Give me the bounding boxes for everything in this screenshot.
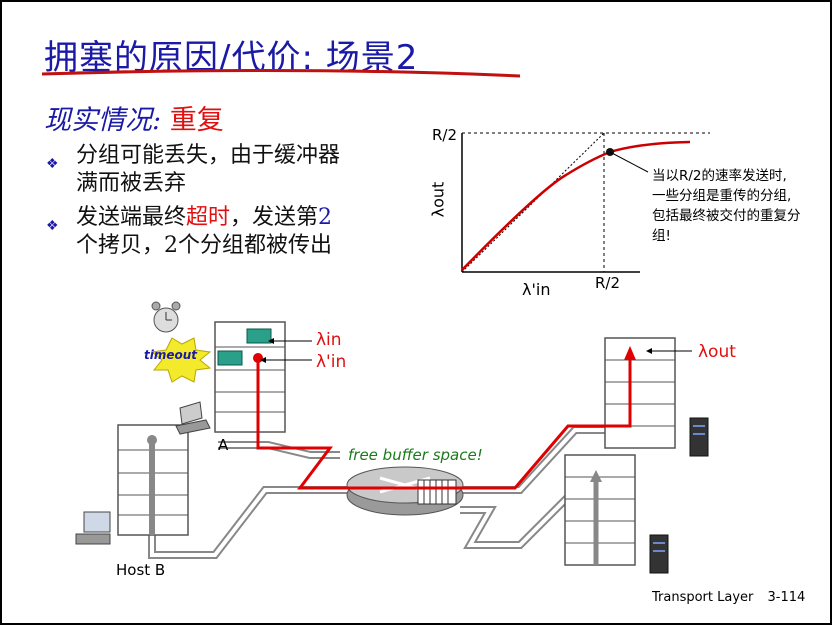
- subtitle: 现实情况: 重复: [44, 98, 224, 137]
- lambda-in-prime-label: λ'in: [316, 352, 347, 372]
- desktop-b-keyboard: [75, 533, 111, 545]
- graph-y-tick: R/2: [432, 126, 458, 144]
- server-bottom-buffer: [564, 454, 636, 566]
- bullet-1-line2: 满而被丢弃: [76, 171, 187, 196]
- graph-x-label: λ'in: [522, 280, 551, 299]
- bullet-2-line1: 发送端最终超时，发送第2: [76, 204, 420, 232]
- host-b-label: Host B: [116, 561, 166, 579]
- server-bottom-icon: [649, 534, 669, 574]
- subtitle-prefix: 现实情况:: [44, 105, 162, 136]
- server-bottom-arrow: [590, 470, 602, 482]
- packet-origin-dot: [253, 353, 263, 363]
- footer-course: Transport Layer: [652, 590, 754, 605]
- host-a-label: A: [218, 436, 229, 454]
- laptop-a-base: [175, 419, 211, 435]
- graph-ideal-line: [461, 132, 605, 273]
- desktop-b-icon: [83, 511, 111, 533]
- graph-x-tick: R/2: [595, 274, 621, 292]
- buffer-space-label: free buffer space!: [348, 446, 483, 464]
- bullet-2-pre: 发送端最终: [76, 205, 187, 230]
- graph-callout-line: [609, 151, 649, 173]
- timeout-burst: [150, 337, 212, 383]
- packet-original: [246, 328, 272, 344]
- bullet-2-mid: ，发送第: [230, 205, 319, 230]
- server-top-icon: [689, 417, 709, 457]
- bullet-1-line1: 分组可能丢失，由于缓冲器: [76, 143, 341, 168]
- subtitle-highlight: 重复: [169, 105, 224, 136]
- cable-server-bottom-inner: [460, 468, 597, 547]
- laptop-a-icon: [179, 401, 203, 425]
- lambda-in-prime-arrow-head: [260, 357, 266, 363]
- bullet-2: ❖ 发送端最终超时，发送第2 个拷贝，2个分组都被传出: [46, 204, 420, 260]
- lambda-out-arrow-head: [646, 348, 652, 354]
- bullet-diamond-icon: ❖: [46, 156, 59, 172]
- footer-page: 3-114: [767, 590, 806, 605]
- timeout-label: timeout: [144, 348, 198, 362]
- bullet-diamond-icon: ❖: [46, 218, 59, 234]
- packet-arrow-icon: [624, 346, 636, 360]
- lambda-in-arrow-head: [268, 338, 274, 344]
- host-b-dot: [147, 435, 157, 445]
- alarm-clock-bell: [151, 301, 161, 311]
- graph-note: 当以R/2的速率发送时, 一些分组是重传的分组, 包括最终被交付的重复分组!: [652, 168, 801, 244]
- packet-copy: [217, 350, 243, 366]
- bullet-2-line2: 个拷贝，2个分组都被传出: [76, 233, 332, 258]
- packet-path: [256, 352, 632, 490]
- server-top-buffer: [604, 337, 676, 449]
- alarm-clock-bell: [171, 301, 181, 311]
- bullet-1: ❖ 分组可能丢失，由于缓冲器 满而被丢弃: [46, 142, 420, 198]
- lambda-in-label: λin: [316, 330, 342, 350]
- bullet-2-num: 2: [318, 205, 333, 230]
- slide-footer: Transport Layer 3-114: [652, 590, 805, 605]
- bullet-2-red: 超时: [186, 205, 231, 230]
- graph-curve: [461, 140, 691, 271]
- lambda-out-label: λout: [698, 342, 736, 362]
